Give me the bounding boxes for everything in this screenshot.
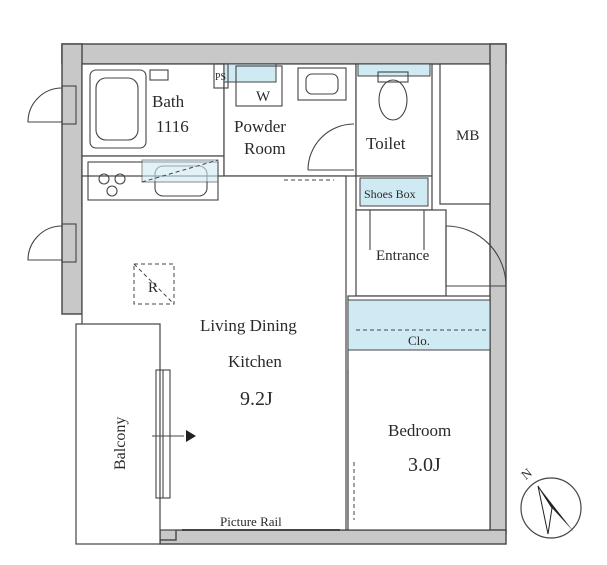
powder-room-label-2: Room [244,139,286,158]
bathtub [89,69,147,149]
shoes-box-fixture [359,177,429,207]
compass-north-label: N [518,465,535,483]
bath-faucet [149,69,169,81]
bedroom-sliding-door [347,370,355,520]
washer-label: W [256,89,271,105]
refrigerator-spot [133,263,175,305]
interior-doors [228,123,355,181]
ps-label: PS [215,72,226,83]
closet-label: Clo. [408,333,430,348]
bedroom-size: 3.0J [408,454,441,476]
left-doors [27,85,77,263]
entrance-label: Entrance [376,248,430,264]
entrance-door [369,210,507,287]
bath-size: 1116 [156,117,189,136]
shoes-box-label: Shoes Box [364,187,416,201]
powder-room-fixtures [213,63,347,107]
ldk-label-2: Kitchen [228,352,282,371]
picture-rail-label: Picture Rail [220,514,282,529]
kitchen-counter [87,159,219,201]
closet-band [347,299,491,351]
powder-room-label-1: Powder [234,117,286,136]
refrigerator-label: R [148,280,158,296]
bedroom-label: Bedroom [388,421,451,440]
toilet-label: Toilet [366,134,406,153]
refrigerator-diagonal [133,263,175,305]
bath-label: Bath [152,92,185,111]
compass: N [518,465,582,539]
ldk-label-1: Living Dining [200,316,297,335]
balcony-sliding-door [152,369,196,499]
ldk-size: 9.2J [240,388,273,410]
balcony-label: Balcony [112,417,129,470]
mb-label: MB [456,128,479,144]
toilet-fixture [357,63,431,121]
